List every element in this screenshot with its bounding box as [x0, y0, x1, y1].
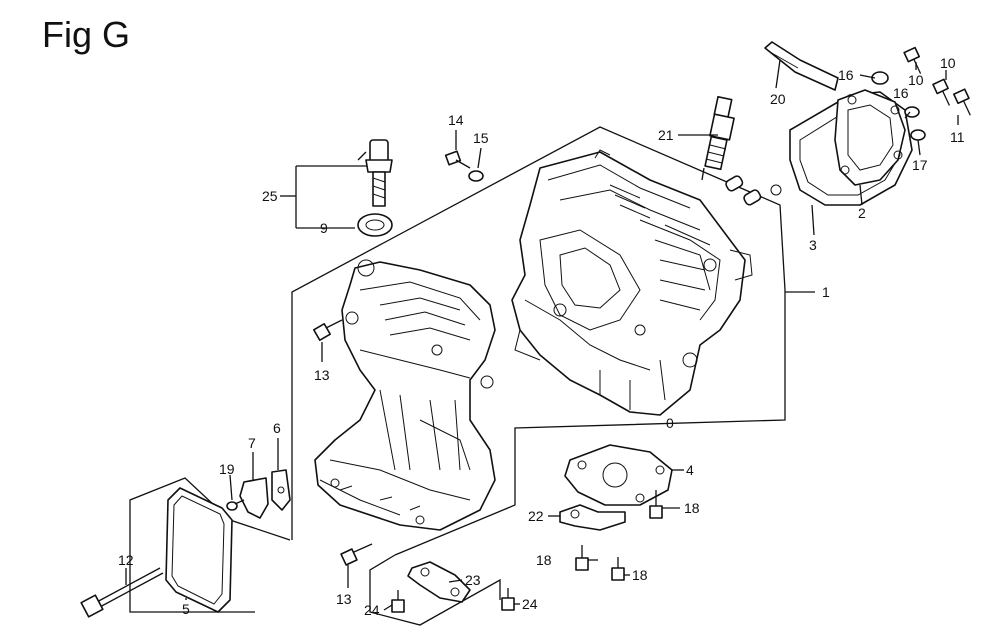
callout-16a: 16: [838, 67, 854, 83]
callout-18c: 18: [632, 567, 648, 583]
callout-17: 17: [912, 157, 928, 173]
cover-plate-5: [165, 487, 233, 613]
callout-5: 5: [182, 601, 190, 617]
figure-title: Fig G: [42, 14, 131, 55]
callout-20: 20: [770, 91, 786, 107]
callout-6: 6: [273, 420, 281, 436]
cylinder-block: [511, 149, 753, 416]
bolt-13-upper: [313, 319, 343, 341]
oil-filler-cap: [357, 139, 393, 207]
callout-10b: 10: [940, 55, 956, 71]
callout-18a: 18: [684, 500, 700, 516]
callout-labels: 1 2 3 4 5 6 7 9 10 10 11 12 13 13 14 15 …: [118, 55, 965, 618]
washer-15: [468, 170, 484, 182]
callout-19: 19: [219, 461, 235, 477]
group-frame-lines: [129, 126, 815, 626]
callout-21: 21: [658, 127, 674, 143]
callout-22: 22: [528, 508, 544, 524]
callout-16b: 16: [893, 85, 909, 101]
callout-24b: 24: [522, 596, 538, 612]
callout-15: 15: [473, 130, 489, 146]
leader-lines: [125, 59, 959, 611]
part-7: [239, 477, 269, 519]
bolt-24-left: [391, 590, 405, 613]
long-bolt-12: [80, 567, 164, 618]
callout-11: 11: [950, 129, 965, 145]
cylinder-head-cover: [789, 89, 913, 206]
bracket-23: [407, 561, 471, 603]
spark-plug: [701, 95, 735, 181]
oil-seal: [357, 213, 393, 237]
callout-9: 9: [320, 220, 328, 236]
callout-0: 0: [666, 415, 674, 431]
bolt-13-lower: [340, 543, 373, 566]
bolt-18-mid: [611, 557, 625, 581]
bolt-14: [444, 150, 471, 169]
bolt-18-right: [649, 490, 663, 519]
callout-10a: 10: [908, 72, 924, 88]
callout-13b: 13: [336, 591, 352, 607]
callout-7: 7: [248, 435, 256, 451]
plate-4: [564, 444, 673, 506]
callout-1: 1: [822, 284, 830, 300]
crankcase-housing: [314, 259, 496, 531]
callout-2: 2: [858, 205, 866, 221]
callout-13a: 13: [314, 367, 330, 383]
callout-12: 12: [118, 552, 134, 568]
bracket-22: [559, 504, 626, 531]
callout-4: 4: [686, 462, 694, 478]
callout-25: 25: [262, 188, 278, 204]
screw-19: [226, 499, 245, 511]
bolt-18-left: [575, 545, 589, 571]
callout-23: 23: [465, 572, 481, 588]
breather-hose: [764, 41, 839, 91]
dowel-pins: [725, 71, 926, 206]
callout-18b: 18: [536, 552, 552, 568]
callout-24a: 24: [364, 602, 380, 618]
bolt-24-right: [501, 588, 515, 611]
callout-14: 14: [448, 112, 464, 128]
part-6: [271, 469, 291, 511]
head-bolts: [903, 46, 971, 116]
callout-3: 3: [809, 237, 817, 253]
